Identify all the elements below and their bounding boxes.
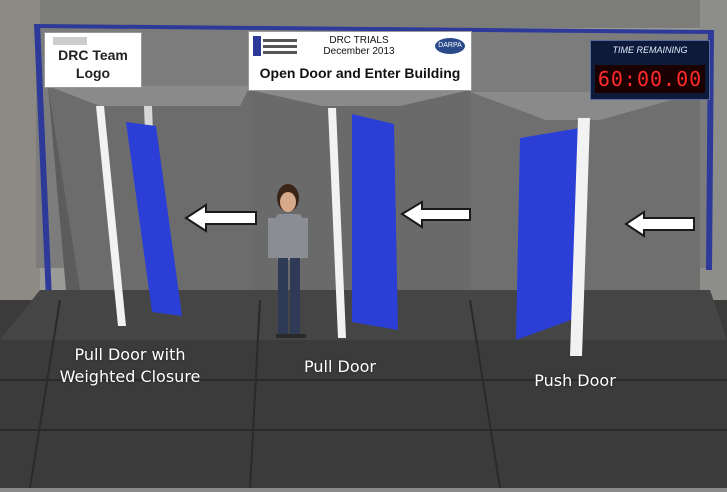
- floor-seam-4: [249, 299, 261, 489]
- timer-display: TIME REMAINING 60:00.00: [590, 40, 710, 100]
- door3-frame: [570, 118, 590, 356]
- timer-caption: TIME REMAINING: [612, 45, 688, 55]
- door1-frame-left: [96, 106, 126, 326]
- top-trim: [36, 24, 712, 34]
- main-sign: DRC TRIALS December 2013 DARPA Open Door…: [248, 31, 472, 91]
- door2-frame-left: [328, 108, 346, 338]
- door3-label: Push Door: [534, 371, 616, 390]
- team-logo-mini-icon: [53, 37, 87, 45]
- main-sign-title: Open Door and Enter Building: [259, 65, 461, 81]
- darpa-logo-icon: DARPA: [435, 38, 465, 54]
- arrow-left-icon: [184, 203, 257, 233]
- challenge-logo-icon: [253, 36, 297, 56]
- floor-seam-3: [29, 299, 61, 489]
- floor-seam-5: [469, 299, 501, 489]
- arrow-left-icon: [624, 210, 695, 238]
- team-logo-sign: DRC Team Logo: [44, 32, 142, 88]
- floor: [0, 300, 727, 488]
- background-top-band: [0, 0, 727, 28]
- person-figure: [268, 184, 308, 338]
- booth2-ceiling: [250, 90, 470, 106]
- team-logo-line1: DRC Team: [58, 47, 128, 63]
- left-trim: [34, 24, 52, 300]
- door2-panel: [352, 114, 398, 330]
- team-logo-line2: Logo: [75, 65, 111, 81]
- main-sign-line2: December 2013: [323, 46, 395, 57]
- booth1-ceiling: [48, 86, 250, 106]
- door3-panel: [516, 128, 582, 340]
- door1-panel: [126, 122, 182, 316]
- timer-value: 60:00.00: [595, 65, 705, 93]
- door1-label: Pull Door with Weighted Closure: [59, 345, 201, 386]
- main-sign-line1: DRC TRIALS: [329, 35, 389, 46]
- door2-label: Pull Door: [304, 357, 376, 376]
- arrow-left-icon: [400, 200, 471, 229]
